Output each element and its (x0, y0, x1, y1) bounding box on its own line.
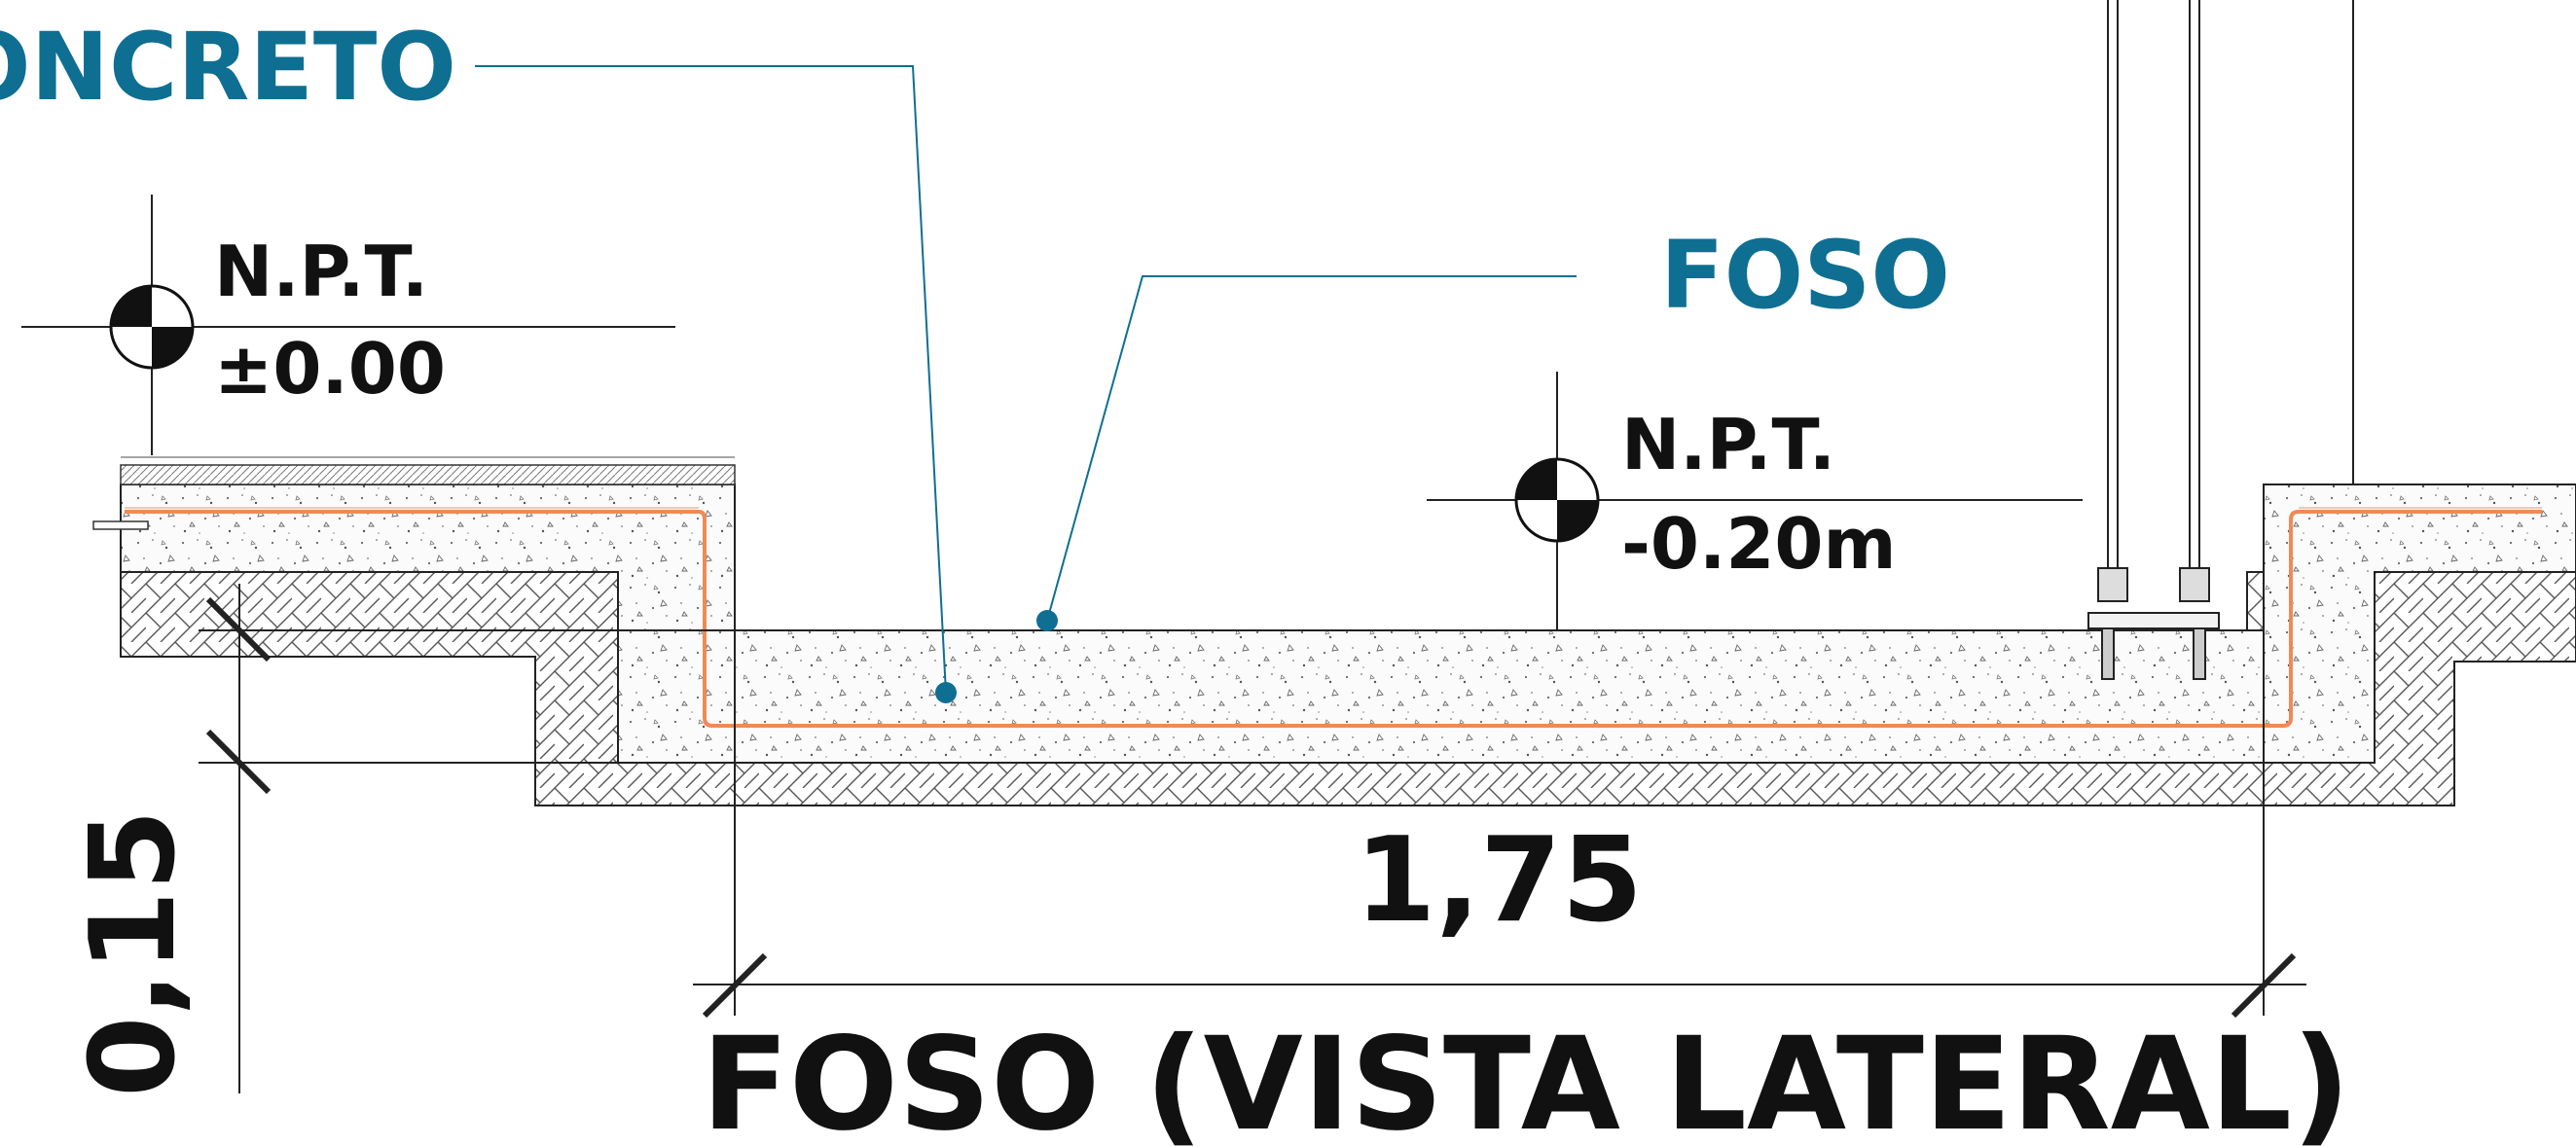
level-upper-value: ±0.00 (214, 328, 446, 410)
dimension-depth-label: 0,15 (66, 809, 201, 1097)
level-upper-name: N.P.T. (214, 231, 428, 312)
label-foso: FOSO (1660, 221, 1950, 330)
label-concreto: ONCRETO (0, 13, 456, 122)
level-lower-name: N.P.T. (1621, 404, 1835, 485)
anchor-assembly (2087, 0, 2354, 680)
floor-finish (120, 464, 736, 485)
leader-concreto: ONCRETO (0, 13, 957, 703)
leader-foso: FOSO (1036, 221, 1950, 631)
dimension-horizontal (693, 484, 2306, 1019)
dimension-width-label: 1,75 (1355, 813, 1643, 949)
level-marker-lower: N.P.T. -0.20m (1427, 372, 2083, 630)
rebar-line (125, 510, 2542, 728)
level-lower-value: -0.20m (1621, 503, 1897, 585)
drawing-title: FOSO (VISTA LATERAL) (702, 1010, 2351, 1146)
edge-insert (92, 520, 149, 530)
level-marker-upper: N.P.T. ±0.00 (21, 195, 675, 455)
dimension-vertical (199, 584, 735, 1093)
